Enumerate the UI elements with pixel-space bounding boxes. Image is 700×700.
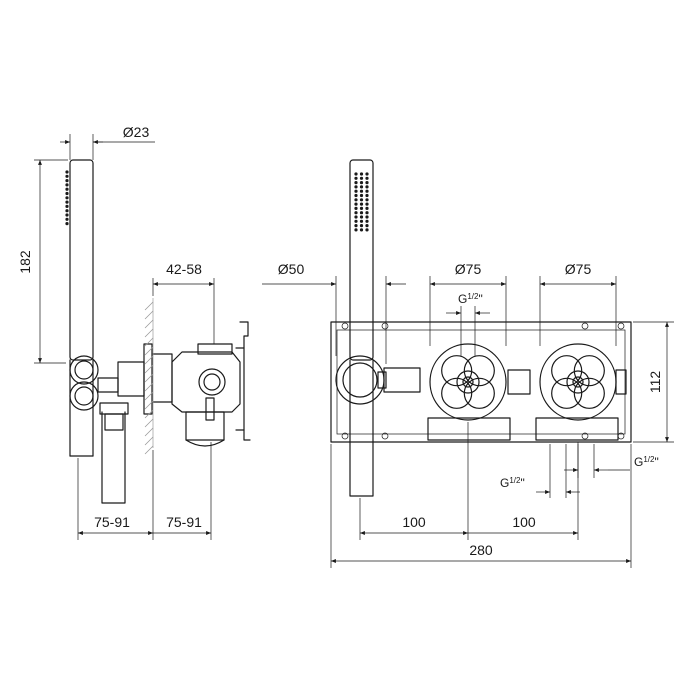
spray-nozzle-dots bbox=[65, 170, 69, 226]
valve-front-2 bbox=[535, 343, 627, 441]
dim-thread-top: G1/2" bbox=[446, 292, 490, 356]
label-wall-depth: 42-58 bbox=[166, 261, 202, 277]
dim-spacing: 100 100 bbox=[359, 422, 579, 540]
label-thread-bottom-left: G1/2" bbox=[500, 476, 525, 490]
valve-2-handle bbox=[551, 355, 605, 409]
dim-wall-depth: 42-58 bbox=[152, 261, 215, 344]
handshower-front bbox=[335, 159, 421, 497]
label-thread-top: G1/2" bbox=[458, 292, 483, 306]
label-diameter-75-second: Ø75 bbox=[565, 261, 592, 277]
side-view: Ø23 182 42-58 75-91 75-91 bbox=[17, 124, 251, 540]
dim-diameter-handshower: Ø23 bbox=[60, 124, 155, 160]
valve-connector bbox=[507, 369, 531, 395]
label-projection-right: 75-91 bbox=[166, 514, 202, 530]
dim-overall-width: 280 bbox=[330, 444, 632, 568]
valve-1-handle bbox=[441, 355, 495, 409]
dim-diameter-outlet: Ø50 bbox=[262, 261, 406, 364]
dim-overall-height: 112 bbox=[633, 321, 674, 443]
spray-nozzle-grid bbox=[354, 172, 369, 232]
valve-front-1 bbox=[427, 343, 511, 441]
front-view: Ø50 Ø75 Ø75 G1/2" bbox=[262, 159, 674, 568]
dim-thread-bottom-left: G1/2" bbox=[500, 444, 580, 498]
wall-hatching bbox=[144, 301, 154, 455]
hose-side bbox=[99, 402, 129, 504]
label-spacing-2: 100 bbox=[512, 514, 536, 530]
label-overall-280: 280 bbox=[469, 542, 493, 558]
label-thread-bottom-right: G1/2" bbox=[634, 455, 659, 469]
dim-diameter-valve-1: Ø75 bbox=[429, 261, 507, 346]
dim-height-handshower: 182 bbox=[17, 159, 68, 364]
mounting-plate bbox=[330, 321, 632, 443]
label-diameter-23: Ø23 bbox=[123, 124, 150, 140]
label-overall-112: 112 bbox=[647, 371, 663, 394]
label-height-182: 182 bbox=[17, 250, 33, 274]
label-diameter-75-first: Ø75 bbox=[455, 261, 482, 277]
label-spacing-1: 100 bbox=[402, 514, 426, 530]
valve-body-side bbox=[171, 321, 251, 447]
dim-diameter-valve-2: Ø75 bbox=[539, 261, 617, 346]
label-projection-left: 75-91 bbox=[94, 514, 130, 530]
dim-projection: 75-91 75-91 bbox=[77, 442, 212, 540]
handshower-side bbox=[65, 159, 99, 457]
label-diameter-50: Ø50 bbox=[278, 261, 305, 277]
wall-section bbox=[144, 298, 154, 455]
